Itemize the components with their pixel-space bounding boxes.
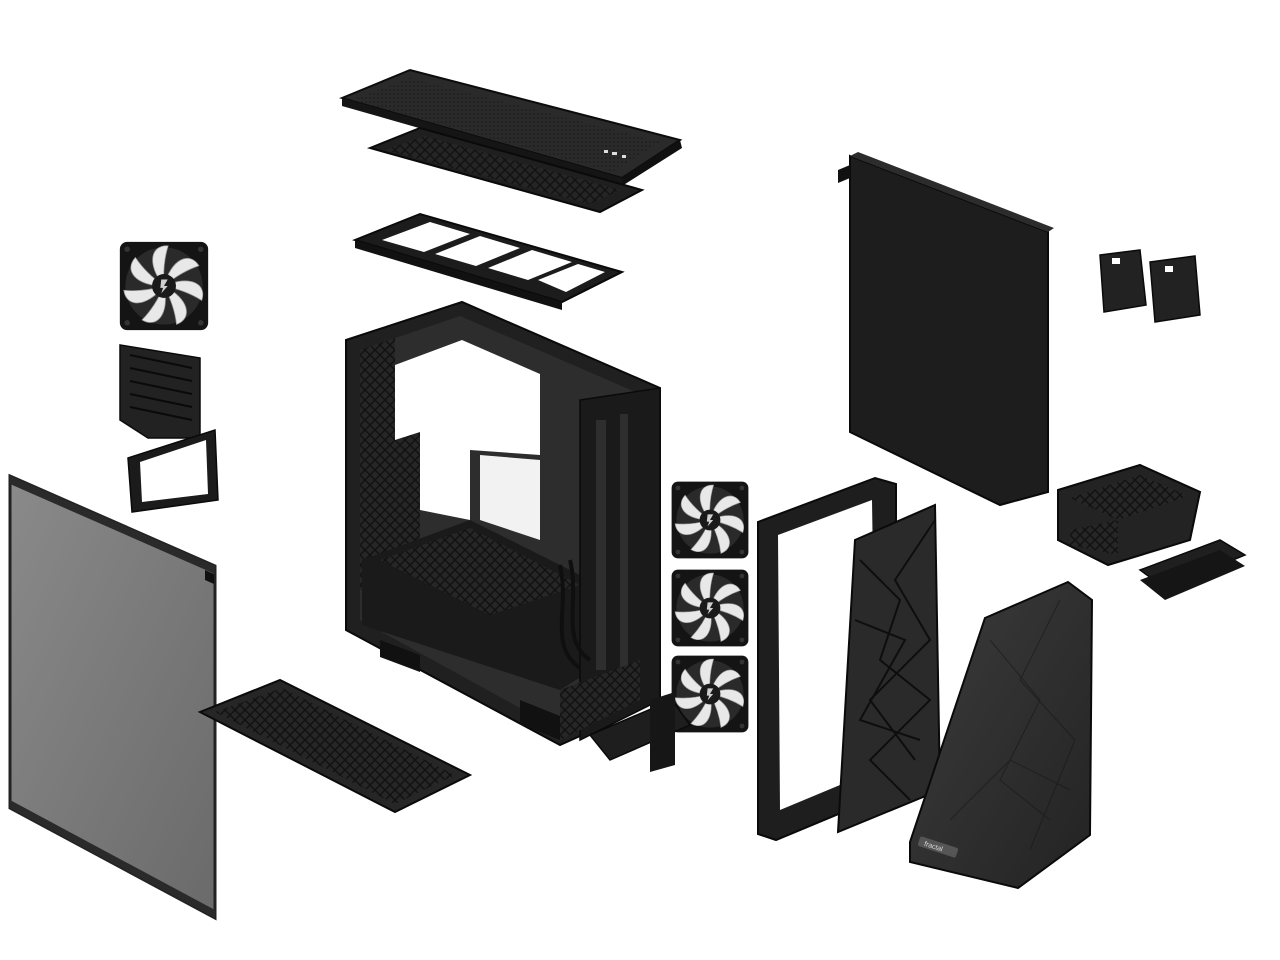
single-fan [119,240,209,331]
top-fan-bracket [351,212,625,310]
front-fan-stack [671,480,749,733]
hdd-tray [1138,539,1247,600]
main-chassis [345,300,661,747]
bottom-dust-filter [197,678,473,814]
ssd-bracket-left [1099,249,1147,313]
ssd-bracket-right [1149,255,1201,323]
front-fan-bracket-base [588,692,692,772]
psu-bracket [127,428,219,513]
tempered-glass-side-panel [8,473,217,921]
front-panel: fractal [909,580,1094,890]
front-mesh-filter [836,503,942,834]
pci-slot-covers [119,344,201,439]
hdd-cage [1057,463,1202,567]
top-dust-filter [366,126,645,214]
solid-side-panel [838,152,1054,507]
